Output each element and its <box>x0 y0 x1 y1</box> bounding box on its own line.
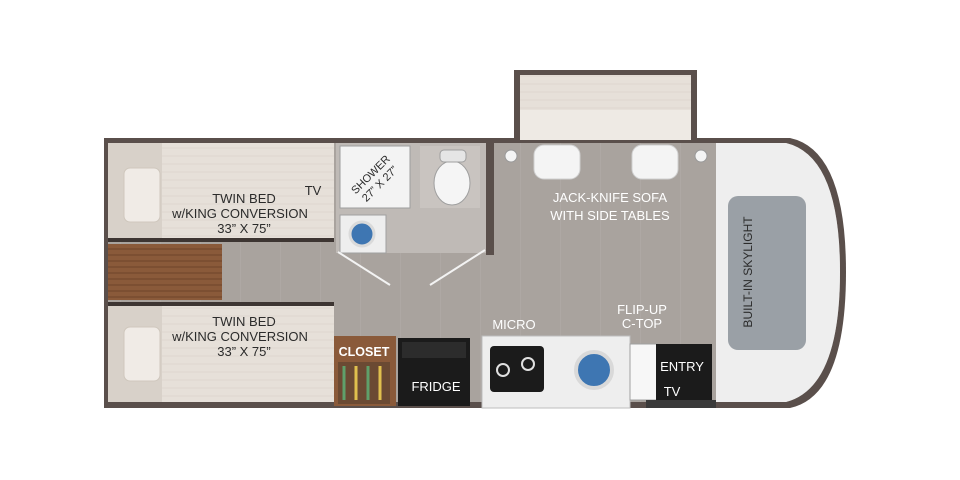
twin-bed-bottom-label-2: w/KING CONVERSION <box>171 329 308 344</box>
twin-bed-top-label-1: TWIN BED <box>212 191 276 206</box>
fridge-label: FRIDGE <box>411 379 460 394</box>
micro-label: MICRO <box>492 317 535 332</box>
entry-label: ENTRY <box>660 359 704 374</box>
twin-bed-bottom <box>108 302 334 402</box>
wood-panel <box>108 244 222 300</box>
sofa-label-1: JACK-KNIFE SOFA <box>553 190 667 205</box>
closet-label: CLOSET <box>339 345 390 359</box>
fridge <box>398 338 470 406</box>
bathroom <box>336 143 494 286</box>
tv-bedroom-label: TV <box>305 183 322 198</box>
sofa-label-2: WITH SIDE TABLES <box>550 208 670 223</box>
flip-up-label-2: C-TOP <box>622 316 662 331</box>
skylight-panel <box>728 196 806 350</box>
jack-knife-sofa <box>504 110 708 180</box>
closet <box>334 336 396 406</box>
twin-bed-top <box>108 143 334 242</box>
galley-sink <box>574 350 614 390</box>
galley-counter <box>481 335 659 409</box>
twin-bed-top-label-2: w/KING CONVERSION <box>171 206 308 221</box>
tv-entry-label: TV <box>664 384 681 399</box>
twin-bed-top-label-3: 33” X 75” <box>217 221 270 236</box>
entry <box>646 344 716 408</box>
twin-bed-bottom-label-3: 33” X 75” <box>217 344 270 359</box>
twin-bed-bottom-label-1: TWIN BED <box>212 314 276 329</box>
flip-up-label-1: FLIP-UP <box>617 302 667 317</box>
skylight-label: BUILT-IN SKYLIGHT <box>741 216 755 328</box>
